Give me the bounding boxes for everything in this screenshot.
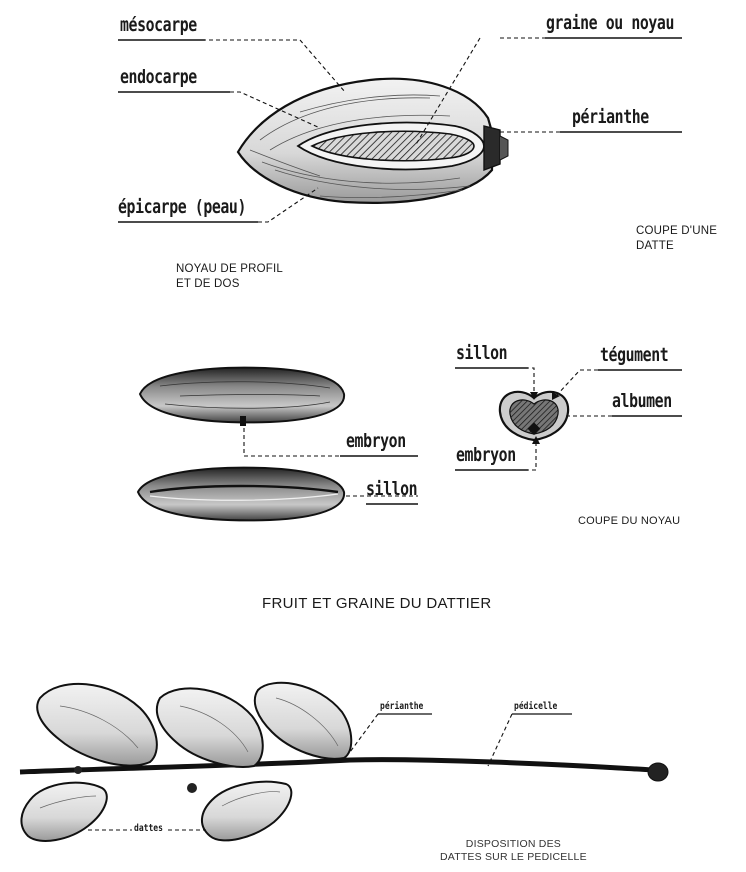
caption-disposition-line2: DATTES SUR LE PEDICELLE [440,851,587,863]
label-embryon-right: embryon [456,446,516,465]
branch-drawing [20,683,668,841]
seed-back-drawing [138,468,344,521]
caption-coupe-noyau: COUPE DU NOYAU [578,514,680,529]
label-mesocarpe: mésocarpe [120,16,197,35]
label-epicarpe: épicarpe (peau) [118,198,246,217]
caption-noyau-profil: NOYAU DE PROFIL ET DE DOS [176,262,283,292]
label-graine-ou-noyau: graine ou noyau [546,14,674,33]
date-section-drawing [238,79,508,203]
label-sillon-left: sillon [366,480,417,499]
caption-noyau-profil-line2: ET DE DOS [176,278,240,290]
caption-coupe-datte-line2: DATTE [636,240,674,252]
label-endocarpe: endocarpe [120,68,197,87]
caption-disposition-line1: DISPOSITION DES [466,838,561,850]
caption-disposition: DISPOSITION DES DATTES SUR LE PEDICELLE [440,838,587,864]
figure-title: FRUIT ET GRAINE DU DATTIER [262,596,491,611]
label-perianthe-branch: périanthe [380,702,423,712]
caption-noyau-profil-line1: NOYAU DE PROFIL [176,263,283,275]
seed-profile-drawing [140,368,344,426]
label-embryon-left: embryon [346,432,406,451]
label-dattes: dattes [134,824,163,834]
label-pedicelle: pédicelle [514,702,557,712]
caption-coupe-datte-line1: COUPE D'UNE [636,225,717,237]
caption-coupe-datte: COUPE D'UNE DATTE [636,224,717,254]
label-perianthe: périanthe [572,108,649,127]
label-albumen: albumen [612,392,672,411]
label-sillon-right: sillon [456,344,507,363]
perianth-cap [484,126,500,170]
label-tegument: tégument [600,346,668,365]
